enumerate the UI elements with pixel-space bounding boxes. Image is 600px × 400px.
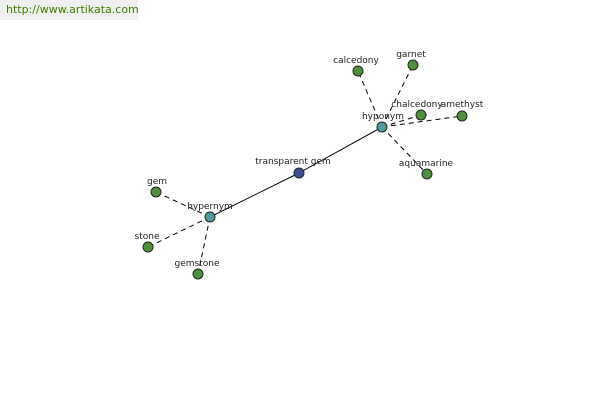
edge-hypernym-gemstone: [197, 216, 211, 275]
node-label-garnet: garnet: [396, 50, 426, 60]
node-center[interactable]: [293, 167, 305, 179]
node-label-center: transparent gem: [255, 157, 331, 167]
node-gem[interactable]: [150, 186, 162, 198]
edge-hypernym-gem: [155, 191, 211, 218]
edge-hyponym-aquamarine: [381, 126, 428, 175]
node-label-hypernym: hypernym: [187, 202, 233, 212]
node-label-amethyst: amethyst: [441, 100, 484, 110]
node-chalcedony[interactable]: [415, 109, 427, 121]
node-label-chalcedony: chalcedony: [391, 100, 443, 110]
edge-hyponym-amethyst: [381, 115, 463, 128]
node-stone[interactable]: [142, 241, 154, 253]
node-calcedony[interactable]: [352, 65, 364, 77]
node-gemstone[interactable]: [192, 268, 204, 280]
node-label-calcedony: calcedony: [333, 56, 379, 66]
node-label-gem: gem: [147, 177, 167, 187]
node-hypernym[interactable]: [204, 211, 216, 223]
node-garnet[interactable]: [407, 59, 419, 71]
edge-hyponym-calcedony: [357, 70, 383, 128]
node-label-stone: stone: [135, 232, 160, 242]
node-aquamarine[interactable]: [421, 168, 433, 180]
node-amethyst[interactable]: [456, 110, 468, 122]
edge-center-hyponym: [298, 126, 383, 174]
node-label-gemstone: gemstone: [175, 259, 220, 269]
site-url-watermark: http://www.artikata.com: [0, 0, 139, 20]
edge-hyponym-chalcedony: [381, 114, 422, 128]
edge-hypernym-center: [209, 172, 300, 218]
edge-hyponym-garnet: [381, 64, 414, 128]
node-label-aquamarine: aquamarine: [399, 159, 454, 169]
node-label-hyponym: hyponym: [362, 112, 404, 122]
node-hyponym[interactable]: [376, 121, 388, 133]
edge-hypernym-stone: [147, 216, 211, 248]
